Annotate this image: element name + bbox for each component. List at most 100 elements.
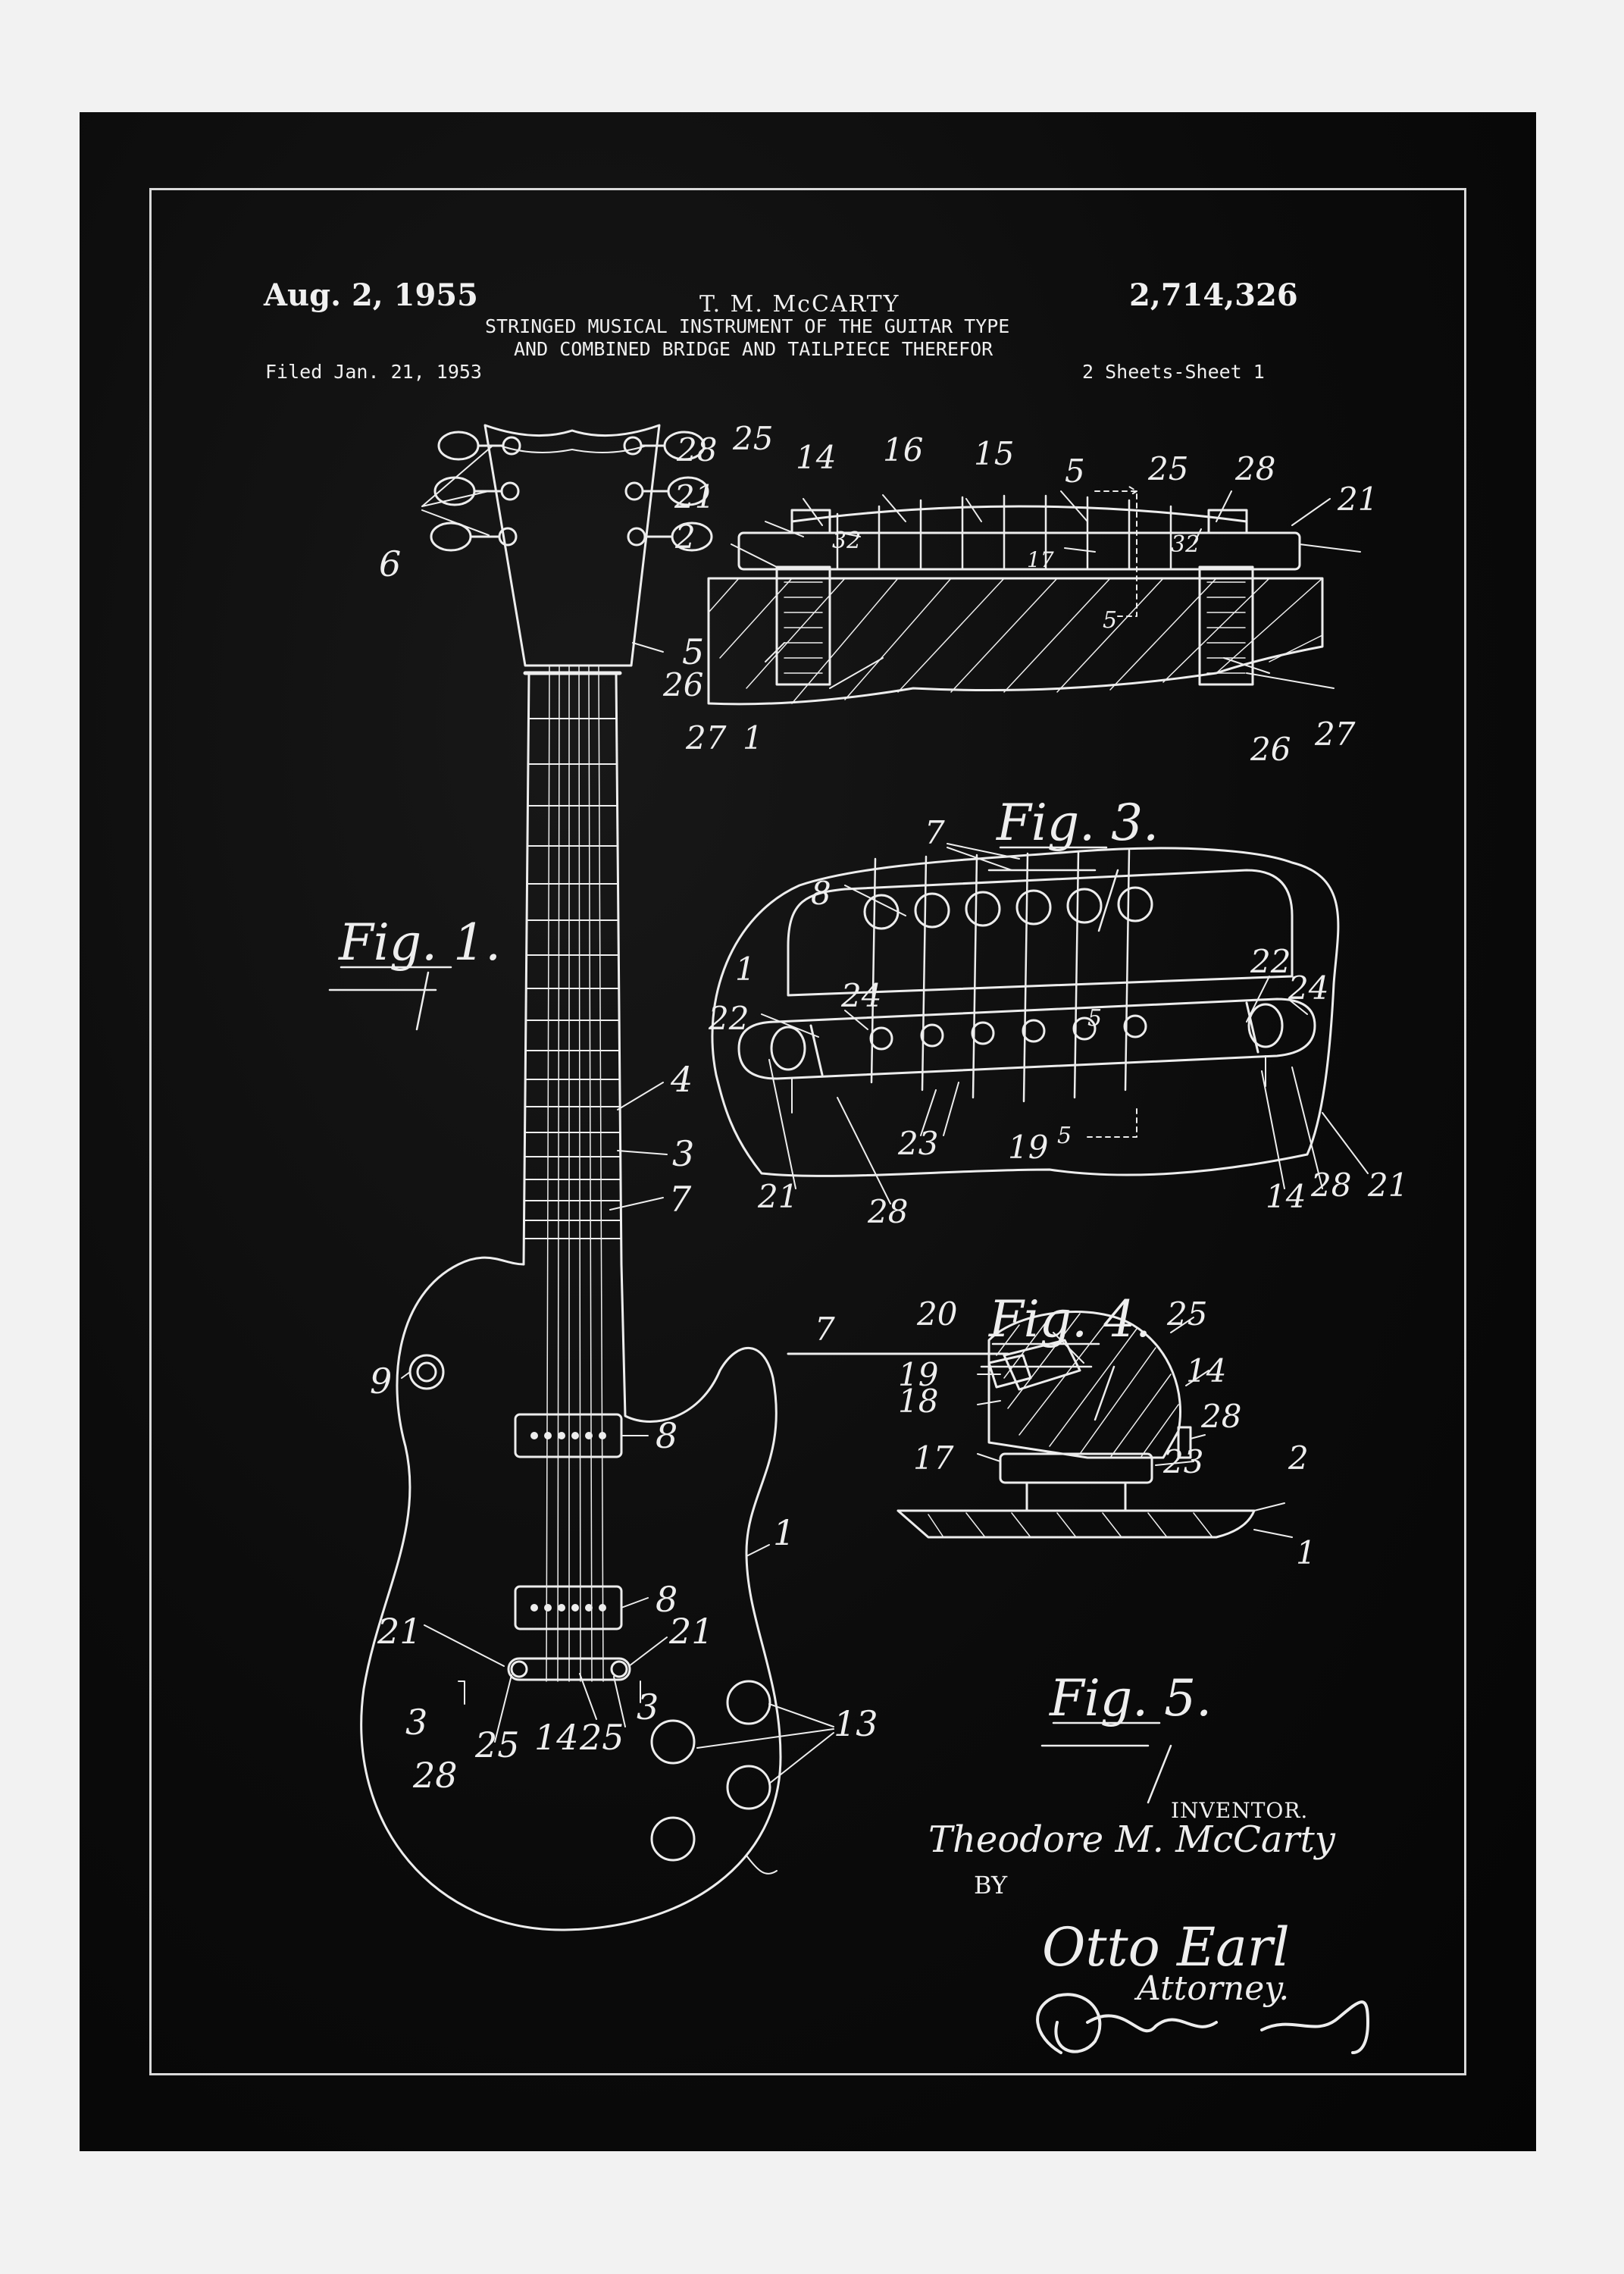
ref-num: 15	[974, 435, 1014, 472]
patent-title-line-2: AND COMBINED BRIDGE AND TAILPIECE THEREF…	[514, 338, 993, 360]
ref-num: 21	[668, 1611, 714, 1652]
attorney-signature: Otto Earl	[1042, 1916, 1290, 1978]
ref-num: 1	[773, 1512, 795, 1553]
ref-num: 28	[1234, 450, 1275, 487]
ref-num: 14	[796, 439, 836, 476]
ref-num: 27	[1314, 716, 1356, 753]
ref-num: 19	[1008, 1129, 1048, 1166]
ref-num: 23	[1162, 1443, 1203, 1480]
ref-num: 5	[682, 631, 704, 672]
ref-num: 32	[832, 528, 861, 554]
guitar-bridge	[507, 1657, 631, 1681]
ref-num: 28	[1200, 1398, 1241, 1435]
ref-num: 4	[670, 1059, 693, 1100]
ref-num: 18	[898, 1383, 938, 1420]
inventor-name: T. M. McCARTY	[699, 291, 900, 318]
attorney-label: Attorney.	[1134, 1969, 1289, 2008]
guitar-figure	[360, 424, 834, 1931]
control-knobs	[650, 1680, 771, 1862]
ref-num: 24	[840, 977, 881, 1014]
attorney-signature-flourish	[1036, 1993, 1369, 2054]
ref-num: 7	[815, 1311, 835, 1348]
ref-num: 25	[732, 420, 773, 457]
ref-num: 9	[370, 1361, 392, 1402]
fig5-ref-numerals: 7 20 25 14 19 18 28 17 23 2 1	[815, 1295, 1316, 1571]
ref-num: 27	[685, 719, 727, 756]
ref-num: 21	[757, 1178, 798, 1215]
ref-num: 21	[377, 1611, 422, 1652]
ref-num: 5	[1087, 1005, 1102, 1032]
ref-num: 8	[656, 1579, 677, 1620]
ref-num: 23	[897, 1125, 938, 1162]
inventor-signature: Theodore M. McCarty	[928, 1818, 1336, 1861]
ref-num: 22	[1250, 943, 1291, 980]
ref-num: 2	[1288, 1439, 1309, 1477]
ref-num: 20	[916, 1295, 957, 1333]
figure-label-fig4: Fig. 4.	[988, 1290, 1151, 1348]
ref-num: 16	[883, 431, 923, 468]
figure-label-fig5: Fig. 5.	[1049, 1669, 1212, 1727]
patent-date: Aug. 2, 1955	[264, 277, 478, 313]
ref-num: 13	[834, 1703, 878, 1744]
ref-num: 14	[534, 1717, 579, 1758]
pickup-switch	[408, 1354, 445, 1390]
ref-num: 5	[1103, 607, 1117, 634]
ref-num: 21	[1337, 481, 1378, 518]
ref-num: 3	[405, 1702, 427, 1743]
fig4-ref-numerals: 7 8 1 22 24 22 24 23 19 5 5 21 28 14 28 …	[708, 814, 1408, 1230]
ref-num: 1	[743, 719, 763, 756]
ref-num: 5	[1065, 453, 1085, 490]
fig3-bridge-section	[707, 486, 1361, 706]
ref-num: 25	[474, 1724, 520, 1765]
ref-num: 21	[674, 478, 715, 515]
ref-num: 17	[913, 1439, 954, 1477]
ref-num: 17	[1027, 547, 1054, 572]
ref-num: 25	[579, 1717, 624, 1758]
patent-number: 2,714,326	[1129, 277, 1298, 313]
ref-num: 8	[656, 1415, 677, 1456]
ref-num: 5	[1057, 1123, 1072, 1149]
sheet-count: 2 Sheets-Sheet 1	[1082, 361, 1265, 383]
ref-num: 8	[811, 875, 831, 912]
poster-frame	[149, 188, 1466, 2075]
fig4-bridge-perspective	[711, 843, 1369, 1204]
ref-num: 32	[1171, 531, 1200, 558]
ref-num: 25	[1166, 1295, 1207, 1333]
ref-num: 2	[674, 518, 696, 556]
headstock	[483, 424, 661, 667]
inventor-label: INVENTOR.	[1171, 1798, 1308, 1823]
ref-num: 6	[379, 543, 401, 584]
figure-label-fig3: Fig. 3.	[996, 794, 1159, 852]
fig5-bridge-detail	[787, 1311, 1293, 1539]
ref-num: 24	[1288, 969, 1328, 1007]
ref-num: 22	[708, 1000, 749, 1037]
guitar-body	[360, 1256, 782, 1931]
fig1-ref-numerals: 6 5 4 3 7 9 8 8 1 21 21 3 3 25 14 25 28 …	[370, 543, 878, 1796]
ref-num: 7	[925, 814, 945, 851]
ref-num: 25	[1147, 450, 1188, 487]
fig3-ref-numerals: 28 25 14 16 15 5 25 28 21 21 2 32 32 17 …	[662, 420, 1378, 768]
ref-num: 28	[867, 1193, 908, 1230]
ref-num: 1	[735, 951, 756, 988]
ref-num: 3	[637, 1687, 659, 1727]
figure-label-fig1: Fig. 1.	[338, 913, 501, 972]
ref-num: 14	[1186, 1352, 1226, 1389]
ref-num: 28	[412, 1755, 458, 1796]
by-label: BY	[974, 1871, 1008, 1900]
ref-num: 1	[1296, 1534, 1316, 1571]
guitar-neck	[522, 671, 623, 1266]
pickup-bridge	[514, 1585, 623, 1630]
ref-num: 26	[1250, 731, 1291, 768]
patent-poster: Aug. 2, 1955 T. M. McCARTY 2,714,326 STR…	[80, 112, 1536, 2151]
ref-num: 28	[1310, 1167, 1351, 1204]
guitar-strings	[546, 665, 604, 1682]
ref-num: 21	[1367, 1167, 1408, 1204]
patent-title-line-1: STRINGED MUSICAL INSTRUMENT OF THE GUITA…	[485, 315, 1010, 337]
ref-num: 3	[672, 1133, 694, 1174]
ref-num: 7	[669, 1179, 692, 1220]
ref-num: 19	[898, 1356, 938, 1393]
ref-num: 14	[1266, 1178, 1306, 1215]
pickup-neck	[514, 1413, 623, 1458]
ref-num: 26	[662, 666, 703, 703]
ref-num: 28	[676, 431, 717, 468]
